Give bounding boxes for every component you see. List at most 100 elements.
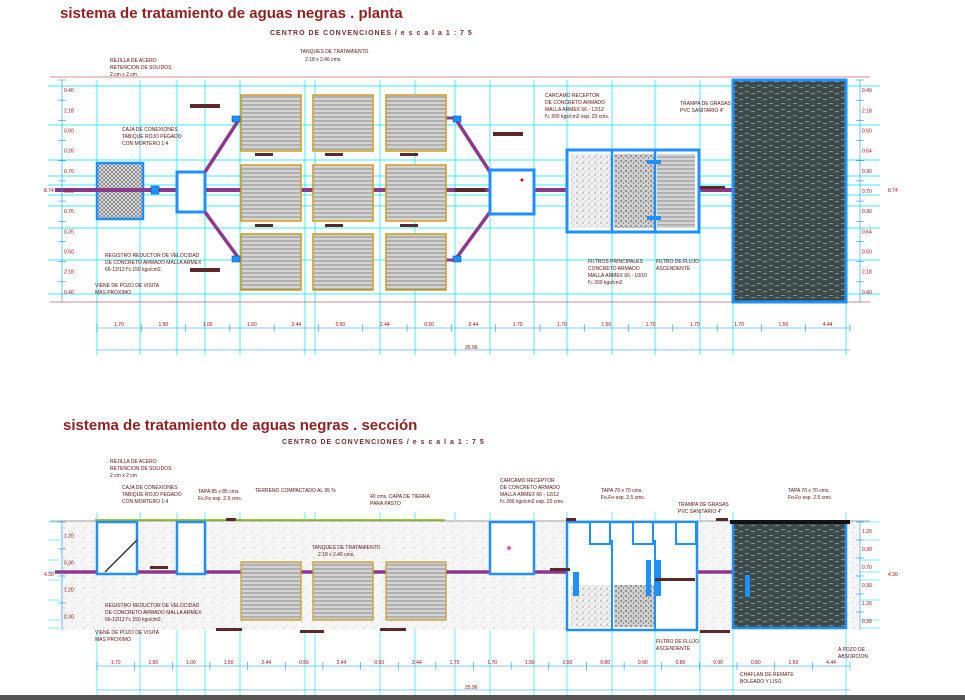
dim-label: 2.44 bbox=[337, 660, 347, 666]
dim-label: 0.70 bbox=[862, 565, 872, 571]
dim-label: 2.44 bbox=[261, 660, 271, 666]
svg-text:TRAMPA DE GRASAS: TRAMPA DE GRASAS bbox=[680, 101, 731, 107]
dim-label: 2.18 bbox=[862, 108, 872, 114]
dim-label: 0.40 bbox=[64, 88, 74, 94]
dim-label: 2.18 bbox=[64, 270, 74, 276]
dim-label: 0.80 bbox=[751, 660, 761, 666]
svg-text:CAJA DE CONEXIONES: CAJA DE CONEXIONES bbox=[122, 127, 178, 133]
dim-label: 0.50 bbox=[64, 250, 74, 256]
dim-label: 2.44 bbox=[380, 322, 390, 328]
section-rejilla bbox=[95, 520, 139, 576]
svg-text:ABSORCION: ABSORCION bbox=[838, 654, 868, 660]
svg-text:Fo.Fo esp. 2.5 cms.: Fo.Fo esp. 2.5 cms. bbox=[198, 496, 242, 502]
dim-label: 1.50 bbox=[148, 660, 158, 666]
svg-text:CARCAMO RECEPTOR: CARCAMO RECEPTOR bbox=[545, 93, 600, 99]
dim-label: 1.50 bbox=[789, 660, 799, 666]
section-title: sistema de tratamiento de aguas negras .… bbox=[63, 417, 417, 434]
plan-label-carcamo: CARCAMO RECEPTOR DE CONCRETO ARMADO MALL… bbox=[545, 93, 609, 120]
section-label-carcamo: CARCAMO RECEPTOR DE CONCRETO ARMADO MALL… bbox=[500, 478, 564, 505]
dim-label: 1.50 bbox=[158, 322, 168, 328]
dim-label: 1.70 bbox=[111, 660, 121, 666]
dim-label: 1.70 bbox=[646, 322, 656, 328]
section-label-tapa1: TAPA 85 x 85 cms. Fo.Fo esp. 2.5 cms. bbox=[198, 489, 242, 502]
dim-label: 0.50 bbox=[336, 322, 346, 328]
svg-text:FILTRO DE FLUJO: FILTRO DE FLUJO bbox=[656, 639, 699, 645]
dim-label: 2.44 bbox=[412, 660, 422, 666]
dim-label: 1.20 bbox=[862, 529, 872, 535]
section-label-trampa: TRAMPA DE GRASAS PVC SANITARIO 4" bbox=[678, 502, 729, 515]
svg-text:DE CONCRETO ARMADO MALLA ARMEX: DE CONCRETO ARMADO MALLA ARMEX bbox=[105, 610, 202, 616]
svg-text:BOLEADO Y LISO: BOLEADO Y LISO bbox=[740, 679, 782, 685]
svg-text:MAS PROXIMO: MAS PROXIMO bbox=[95, 637, 131, 643]
dim-label: 0.90 bbox=[563, 660, 573, 666]
dim-label: 1.70 bbox=[690, 322, 700, 328]
svg-text:ASCENDENTE: ASCENDENTE bbox=[656, 266, 691, 272]
dim-label: 0.30 bbox=[64, 615, 74, 621]
svg-text:2 cm x 2 cm: 2 cm x 2 cm bbox=[110, 72, 137, 78]
dim-label: 0.30 bbox=[862, 619, 872, 625]
svg-text:ASCENDENTE: ASCENDENTE bbox=[656, 646, 691, 652]
section-label-rejilla: REJILLA DE ACERO RETENCION DE SOLIDOS 2 … bbox=[110, 459, 172, 479]
dim-label: 1.50 bbox=[525, 660, 535, 666]
svg-text:f'c 200 kgs/cm2 esp. 20 cms.: f'c 200 kgs/cm2 esp. 20 cms. bbox=[545, 114, 609, 120]
dim-label: 4.44 bbox=[826, 660, 836, 666]
section-tanque-absorcion bbox=[730, 520, 850, 630]
plan-label-registro: REGISTRO REDUCTOR DE VELOCIDAD DE CONCRE… bbox=[105, 253, 202, 273]
section-label-terreno: TERRENO COMPACTADO AL 95 % bbox=[255, 488, 336, 494]
tanque-1-3 bbox=[385, 94, 447, 152]
tanque-2-2 bbox=[312, 164, 374, 222]
tanque-2-3 bbox=[385, 164, 447, 222]
dim-label: 0.40 bbox=[64, 290, 74, 296]
svg-text:RETENCION DE SOLIDOS: RETENCION DE SOLIDOS bbox=[110, 65, 172, 71]
svg-text:66-12/12 f'c 150 kgs/cm2.: 66-12/12 f'c 150 kgs/cm2. bbox=[105, 617, 162, 623]
plan-label-filtro-flujo: FILTRO DE FLUJO ASCENDENTE bbox=[656, 259, 699, 272]
svg-text:VIENE DE POZO DE VISITA: VIENE DE POZO DE VISITA bbox=[95, 283, 160, 289]
seccion-tanque-3 bbox=[385, 561, 447, 621]
svg-text:CARCAMO RECEPTOR: CARCAMO RECEPTOR bbox=[500, 478, 555, 484]
svg-text:REGISTRO REDUCTOR DE VELOCIDAD: REGISTRO REDUCTOR DE VELOCIDAD bbox=[105, 603, 200, 609]
plan-label-filtros: FILTROS PRINCIPALES CONCRETO ARMADO MALL… bbox=[588, 259, 647, 286]
svg-text:REJILLA DE ACERO: REJILLA DE ACERO bbox=[110, 58, 157, 64]
dim-label: 2.44 bbox=[291, 322, 301, 328]
dim-label: 0.76 bbox=[64, 209, 74, 215]
dim-label: 0.64 bbox=[862, 149, 872, 155]
svg-text:f'c 200 kgs/cm2: f'c 200 kgs/cm2 bbox=[588, 280, 623, 286]
svg-text:TABIQUE ROJO PEGADO: TABIQUE ROJO PEGADO bbox=[122, 492, 182, 498]
section-label-capa: 40 cms. CAPA DE TIERRA PARA PASTO bbox=[370, 494, 430, 507]
plan-total-right: 8.74 bbox=[888, 188, 898, 194]
dim-label: 1.00 bbox=[203, 322, 213, 328]
tanque-3-3 bbox=[385, 233, 447, 291]
section-subtitle: CENTRO DE CONVENCIONES / e s c a l a 1 :… bbox=[282, 439, 485, 446]
svg-text:CON MORTERO 1:4: CON MORTERO 1:4 bbox=[122, 141, 169, 147]
plan-subtitle: CENTRO DE CONVENCIONES / e s c a l a 1 :… bbox=[270, 30, 473, 37]
svg-text:CAJA DE CONEXIONES: CAJA DE CONEXIONES bbox=[122, 485, 178, 491]
plan-caja-conexiones bbox=[175, 170, 207, 214]
dim-label: 1.50 bbox=[601, 322, 611, 328]
dim-label: 1.70 bbox=[487, 660, 497, 666]
svg-text:VIENE DE POZO DE VISITA: VIENE DE POZO DE VISITA bbox=[95, 630, 160, 636]
plan-tanques-tratamiento bbox=[240, 94, 447, 291]
dim-label: 1.70 bbox=[513, 322, 523, 328]
svg-text:PARA PASTO: PARA PASTO bbox=[370, 501, 401, 507]
svg-text:MALLA ARMEX 66 - 10/10: MALLA ARMEX 66 - 10/10 bbox=[588, 273, 647, 279]
section-right-dimensions: 1.200.300.700.301.200.30 bbox=[856, 521, 872, 630]
dim-label: 0.50 bbox=[299, 660, 309, 666]
svg-text:f'c 200 kgs/cm2 esp. 20 cms.: f'c 200 kgs/cm2 esp. 20 cms. bbox=[500, 499, 564, 505]
dim-label: 1.20 bbox=[64, 534, 74, 540]
tanque-1-2 bbox=[312, 94, 374, 152]
section-label-caja: CAJA DE CONEXIONES TABIQUE ROJO PEGADO C… bbox=[122, 485, 182, 505]
dim-label: 0.50 bbox=[862, 250, 872, 256]
plan-tanque-absorcion bbox=[731, 78, 848, 304]
dim-label: 0.64 bbox=[862, 229, 872, 235]
svg-text:DE CONCRETO ARMADO MALLA ARMEX: DE CONCRETO ARMADO MALLA ARMEX bbox=[105, 260, 202, 266]
svg-text:CON MORTERO 1:4: CON MORTERO 1:4 bbox=[122, 499, 169, 505]
dim-label: 0.30 bbox=[64, 561, 74, 567]
svg-text:2.18 x 2.46 cms.: 2.18 x 2.46 cms. bbox=[305, 57, 342, 63]
dim-label: 1.70 bbox=[734, 322, 744, 328]
svg-text:MALLA ARMEX 66 - 12/12: MALLA ARMEX 66 - 12/12 bbox=[545, 107, 604, 113]
dim-label: 1.50 bbox=[779, 322, 789, 328]
svg-text:MAS PROXIMO: MAS PROXIMO bbox=[95, 290, 131, 296]
dim-label: 0.90 bbox=[713, 660, 723, 666]
